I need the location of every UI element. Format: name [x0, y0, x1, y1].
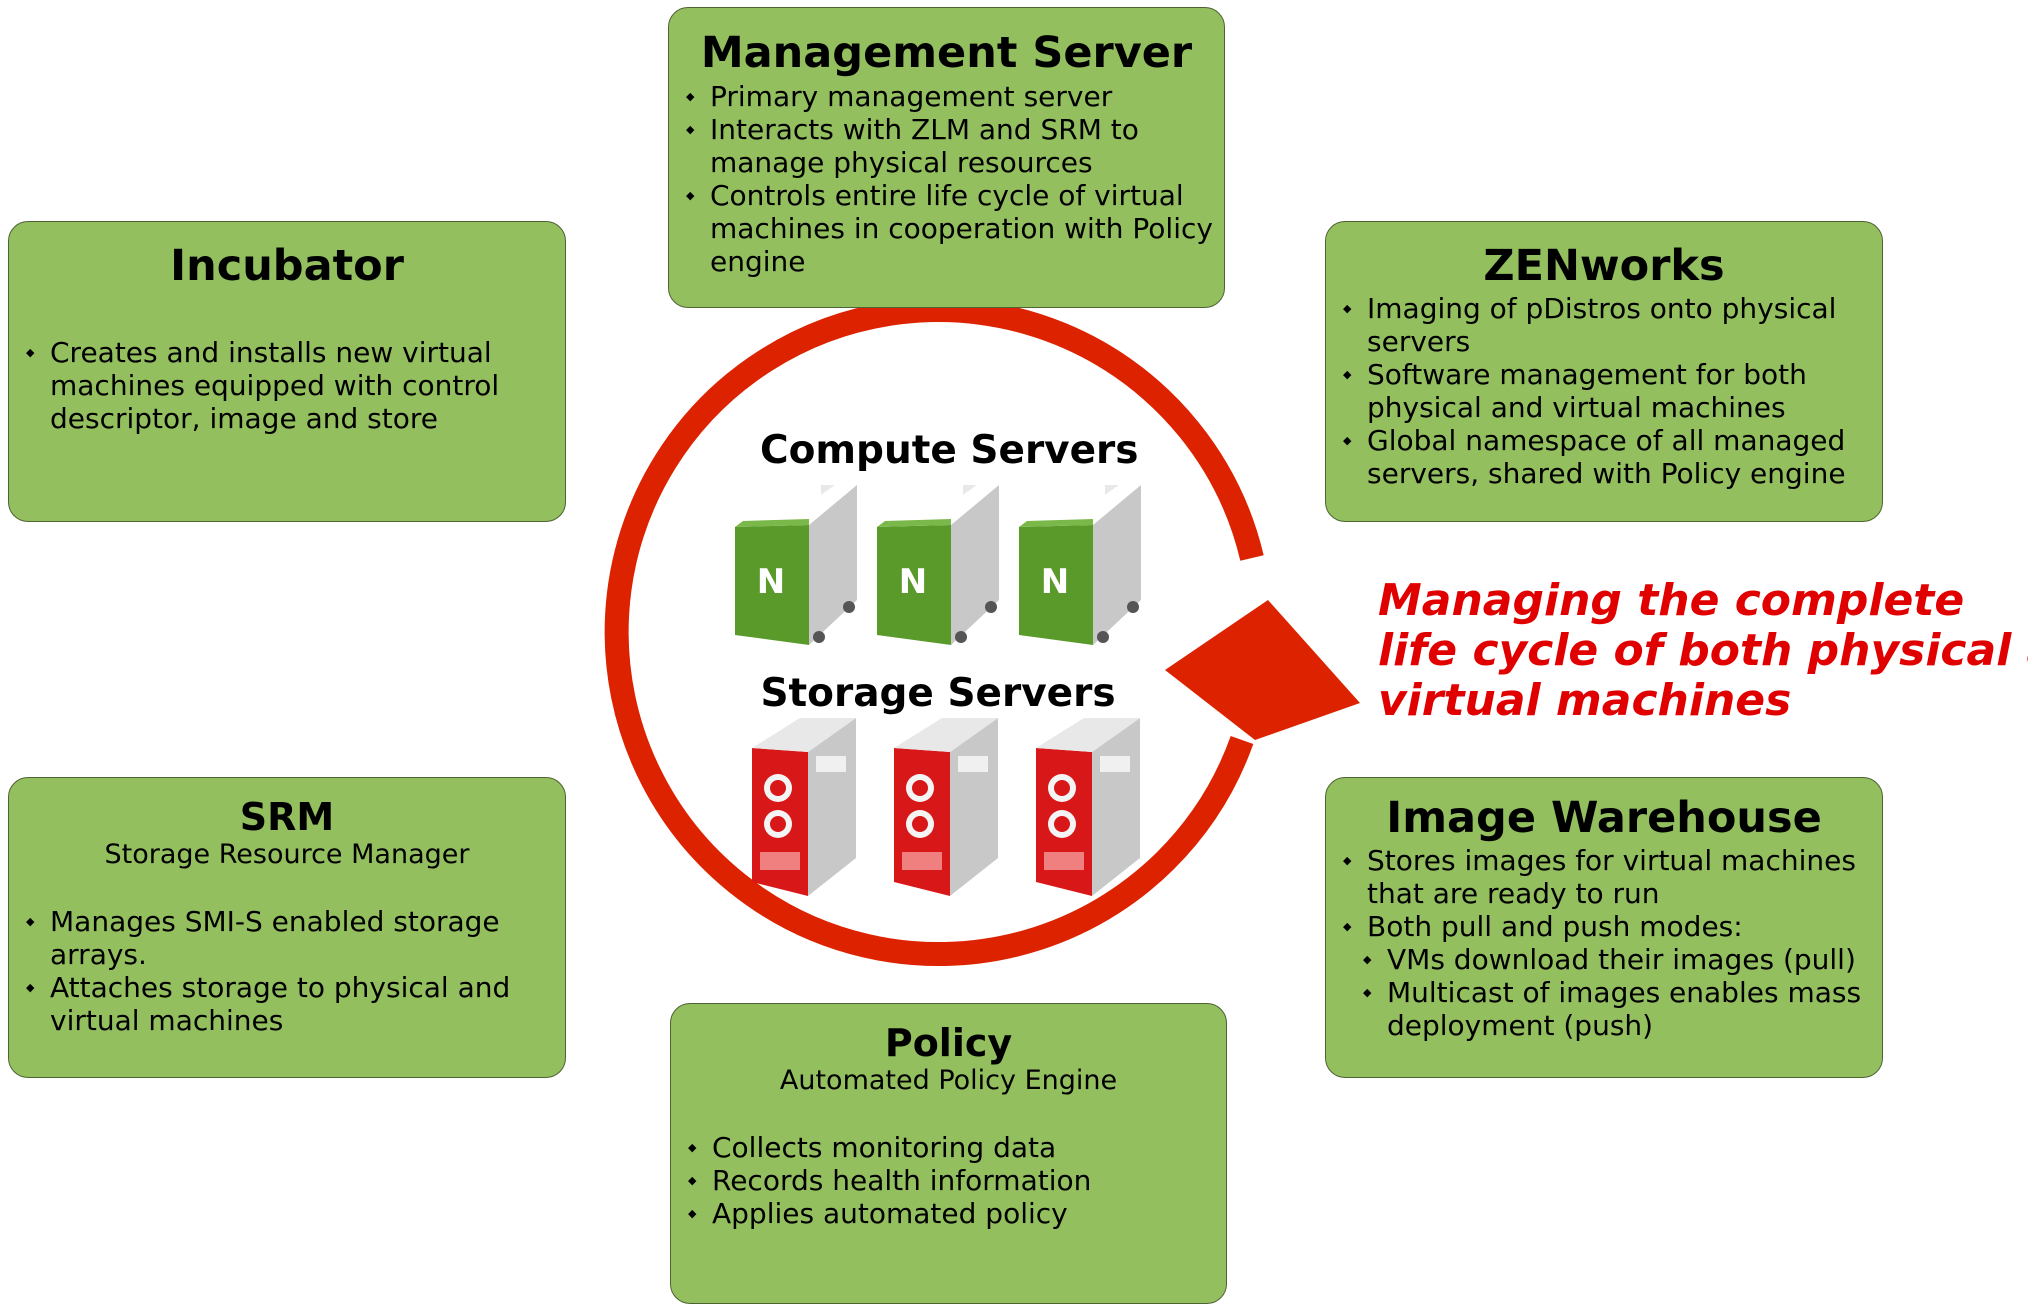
- incubator-title: Incubator: [170, 241, 404, 291]
- incubator-bullets: Creates and installs new virtual machine…: [26, 336, 565, 435]
- bullet-item: Records health information: [688, 1164, 1226, 1197]
- policy-box: Policy Automated Policy Engine Collects …: [670, 1003, 1227, 1304]
- management-server-box: Management Server Primary management ser…: [668, 7, 1225, 308]
- compute-logo-letter: N: [757, 562, 785, 602]
- management-server-bullets: Primary management server Interacts with…: [686, 80, 1224, 278]
- zenworks-bullets: Imaging of pDistros onto physical server…: [1343, 292, 1882, 490]
- policy-subtitle: Automated Policy Engine: [779, 1065, 1118, 1096]
- bullet-item: Controls entire life cycle of virtual ma…: [686, 179, 1224, 278]
- bullet-item: Software management for both physical an…: [1343, 358, 1882, 424]
- sub-bullet-item: Multicast of images enables mass deploym…: [1363, 976, 1882, 1042]
- bullet-item: Creates and installs new virtual machine…: [26, 336, 565, 435]
- bullet-item: Collects monitoring data: [688, 1131, 1226, 1164]
- incubator-box: Incubator Creates and installs new virtu…: [8, 221, 566, 522]
- bullet-item: Stores images for virtual machines that …: [1343, 844, 1882, 910]
- bullet-item: Both pull and push modes:: [1343, 910, 1882, 943]
- storage-server-icon: [752, 718, 856, 896]
- image-warehouse-sub-bullets: VMs download their images (pull) Multica…: [1343, 943, 1882, 1042]
- tagline-line: virtual machines: [1378, 675, 1792, 726]
- policy-title: Policy: [884, 1021, 1013, 1065]
- bullet-item: Imaging of pDistros onto physical server…: [1343, 292, 1882, 358]
- compute-logo-letter: N: [1041, 562, 1069, 602]
- compute-server-icon: N: [735, 485, 857, 645]
- srm-bullets: Manages SMI-S enabled storage arrays. At…: [26, 905, 565, 1037]
- image-warehouse-bullets: Stores images for virtual machines that …: [1343, 844, 1882, 943]
- bullet-item: Manages SMI-S enabled storage arrays.: [26, 905, 565, 971]
- storage-server-icon: [894, 718, 998, 896]
- compute-server-icon: N: [1019, 485, 1141, 645]
- compute-server-icon: N: [877, 485, 999, 645]
- srm-subtitle: Storage Resource Manager: [104, 839, 470, 870]
- storage-servers-label: Storage Servers: [760, 671, 1116, 716]
- tagline-line: life cycle of both physical and: [1378, 625, 2028, 676]
- bullet-item: Interacts with ZLM and SRM to manage phy…: [686, 113, 1224, 179]
- bullet-item: Applies automated policy: [688, 1197, 1226, 1230]
- lifecycle-tagline: Managing the complete life cycle of both…: [1378, 576, 2028, 726]
- tagline-line: Managing the complete: [1378, 575, 1965, 626]
- compute-servers-label: Compute Servers: [760, 428, 1139, 473]
- compute-logo-letter: N: [899, 562, 927, 602]
- bullet-item: Attaches storage to physical and virtual…: [26, 971, 565, 1037]
- bullet-item: Primary management server: [686, 80, 1224, 113]
- zenworks-title: ZENworks: [1483, 241, 1725, 291]
- policy-bullets: Collects monitoring data Records health …: [688, 1131, 1226, 1230]
- image-warehouse-box: Image Warehouse Stores images for virtua…: [1325, 777, 1883, 1078]
- srm-title: SRM: [239, 795, 335, 839]
- sub-bullet-item: VMs download their images (pull): [1363, 943, 1882, 976]
- srm-box: SRM Storage Resource Manager Manages SMI…: [8, 777, 566, 1078]
- zenworks-box: ZENworks Imaging of pDistros onto physic…: [1325, 221, 1883, 522]
- storage-server-icon: [1036, 718, 1140, 896]
- bullet-item: Global namespace of all managed servers,…: [1343, 424, 1882, 490]
- management-server-title: Management Server: [700, 28, 1193, 78]
- image-warehouse-title: Image Warehouse: [1386, 793, 1822, 843]
